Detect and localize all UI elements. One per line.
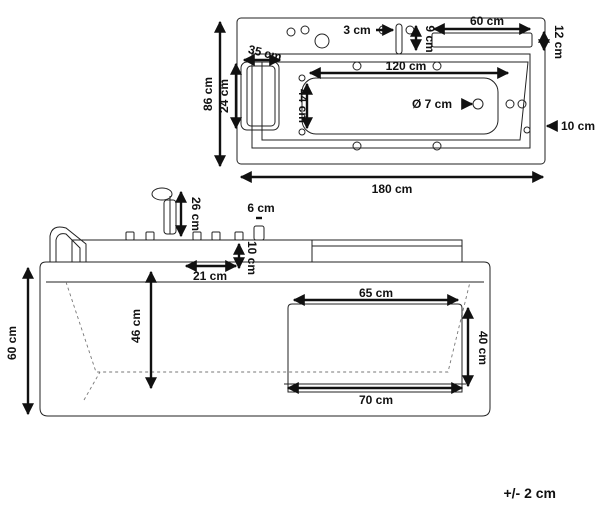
tolerance-note: +/- 2 cm (503, 485, 556, 501)
label-rim: 10 cm (561, 119, 595, 133)
side-view-control-knob (125, 231, 135, 241)
label-deck-depth: 12 cm (552, 25, 566, 59)
top-view-jet (432, 141, 442, 151)
top-view-jet (432, 61, 442, 71)
label-spout-width: 6 cm (247, 201, 274, 215)
label-headrest-length: 24 cm (217, 79, 231, 113)
top-view-jet (352, 61, 362, 71)
label-basin-width: 44 cm (296, 89, 310, 123)
top-view-faucet (395, 23, 403, 55)
top-view-jet (352, 141, 362, 151)
top-view-headrest-inner (246, 65, 276, 127)
side-view-body (39, 261, 491, 417)
side-view-hidden-lines (83, 371, 101, 401)
label-top-length: 180 cm (372, 182, 413, 196)
label-spout-height: 10 cm (245, 241, 259, 275)
label-inner-depth: 46 cm (129, 309, 143, 343)
label-faucet-depth: 9 cm (423, 25, 437, 52)
top-view-outer-rim (236, 17, 546, 165)
label-basin-length: 120 cm (386, 59, 427, 73)
top-view: 180 cm 86 cm 24 cm 35 cm 120 cm 44 cm 60… (201, 14, 595, 196)
label-side-height: 60 cm (5, 326, 19, 360)
top-view-drain (472, 98, 484, 110)
top-view-jet (298, 128, 306, 136)
label-drain: Ø 7 cm (412, 97, 452, 111)
top-view-deck (431, 32, 533, 48)
label-shower-height: 26 cm (189, 197, 203, 231)
label-top-width: 86 cm (201, 77, 215, 111)
top-view-control-knob (405, 25, 415, 35)
top-view-inner-shell (251, 53, 531, 149)
label-controls-span: 21 cm (193, 269, 227, 283)
side-view-control-knob (234, 231, 244, 241)
side-view-deck (71, 239, 463, 262)
top-view-jet (505, 99, 515, 109)
side-view-shower-head (151, 187, 173, 201)
top-view-jet (517, 99, 527, 109)
label-panel-bottom: 70 cm (359, 393, 393, 407)
top-view-shower-holder (314, 33, 330, 49)
side-view: 60 cm 46 cm 26 cm 6 cm 10 cm 21 cm 65 cm… (5, 187, 491, 417)
label-faucet-width: 3 cm (343, 23, 370, 37)
side-view-headrest (49, 226, 87, 262)
label-panel-top: 65 cm (359, 286, 393, 300)
side-view-control-knob (211, 231, 221, 241)
side-view-hidden-lines (65, 281, 471, 373)
top-view-basin-outline (261, 61, 529, 141)
top-view-jet (523, 126, 531, 134)
side-view-headrest-inner (55, 233, 81, 262)
label-deck-width: 60 cm (470, 14, 504, 28)
side-view-control-knob (192, 231, 202, 241)
side-view-control-knob (145, 231, 155, 241)
top-view-basin (301, 77, 499, 135)
side-view-spout (253, 225, 265, 241)
top-view-jet (298, 74, 306, 82)
label-panel-height: 40 cm (476, 331, 490, 365)
side-view-access-panel (287, 303, 463, 393)
top-view-control-knob (300, 25, 310, 35)
top-view-control-knob (286, 27, 296, 37)
